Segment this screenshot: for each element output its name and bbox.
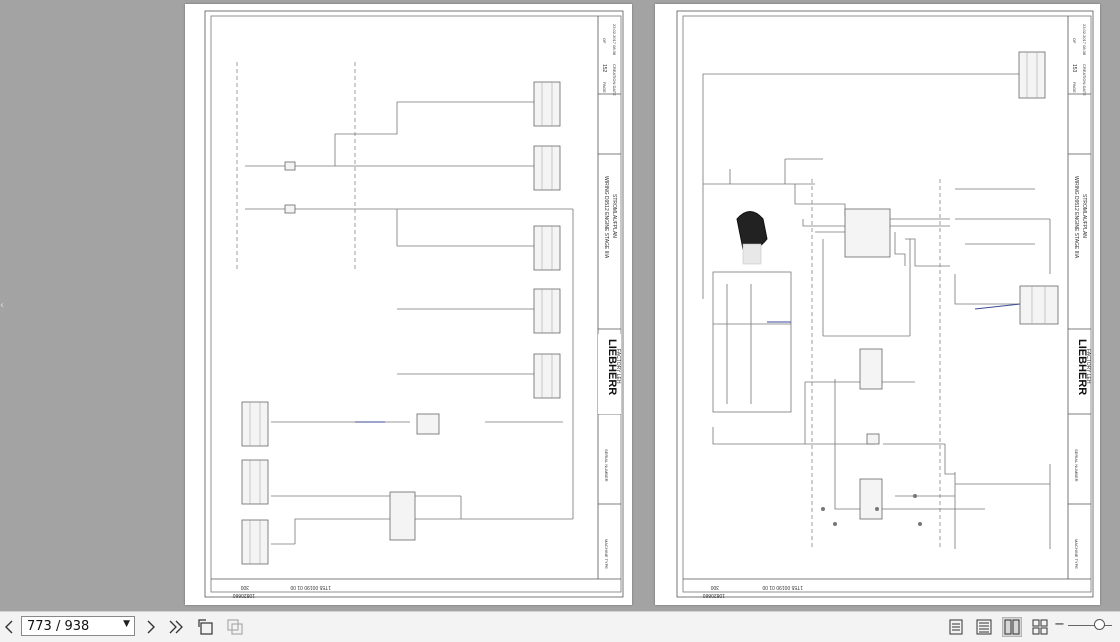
title-line1-left: WIRING D9512 ENGINE STAGE IIIA xyxy=(603,176,609,259)
doc-number-right: 10820660 xyxy=(703,592,725,598)
two-page-continuous-view-button[interactable] xyxy=(1030,617,1050,637)
schematic-drawing-right: LIEBHERR FACTORY LEH WIRING D9512 ENGINE… xyxy=(676,10,1094,598)
brand-logo-left: LIEBHERR xyxy=(606,339,618,395)
single-page-view-button[interactable] xyxy=(946,617,966,637)
machine-label-left: MACHINE TYPE xyxy=(604,539,609,569)
creation-label-left: CREATION DATE xyxy=(612,64,617,96)
schematic-drawing-left: LIEBHERR FACTORY LEH WIRING D9512 ENGINE… xyxy=(204,10,624,598)
page-label-left: PAGE xyxy=(602,82,607,93)
revision-left: 300 xyxy=(240,584,249,590)
dropdown-arrow-icon: ▼ xyxy=(123,619,130,629)
double-chevron-right-icon xyxy=(169,620,183,634)
date-left: 23.02.2017 08:38 xyxy=(612,24,617,56)
serial-label-right: SERIAL NUMBER xyxy=(1074,449,1079,482)
brand-logo-right: LIEBHERR xyxy=(1076,339,1088,395)
chevron-right-icon xyxy=(147,620,155,634)
next-page-button[interactable] xyxy=(142,617,160,637)
scroll-left-indicator: ‹ xyxy=(0,300,4,311)
document-page-right: LIEBHERR FACTORY LEH WIRING D9512 ENGINE… xyxy=(655,4,1100,605)
drawing-number-left: 1T55 00190 01 00 xyxy=(290,584,331,590)
page-number-select[interactable]: 773 / 938 ▼ xyxy=(21,616,135,636)
rotate-page-icon xyxy=(198,619,213,635)
zoom-out-button[interactable]: − xyxy=(1054,617,1065,632)
copy-page-icon xyxy=(227,619,243,635)
single-page-icon xyxy=(949,619,963,635)
factory-label-left: FACTORY LEH xyxy=(615,349,621,384)
continuous-page-icon xyxy=(976,619,992,635)
two-page-continuous-icon xyxy=(1032,619,1048,635)
title-line2-right: STROMLAUFPLAN xyxy=(1081,194,1087,238)
page-number-right: 153 xyxy=(1071,64,1077,73)
serial-label-left: SERIAL NUMBER xyxy=(604,449,609,482)
two-page-view-button[interactable] xyxy=(1002,617,1022,637)
zoom-slider-handle[interactable] xyxy=(1094,619,1105,630)
chevron-left-icon xyxy=(5,620,13,634)
last-page-button[interactable] xyxy=(167,617,185,637)
document-page-left: LIEBHERR FACTORY LEH WIRING D9512 ENGINE… xyxy=(185,4,632,605)
page-label-right: PAGE xyxy=(1072,82,1077,93)
title-line1-right: WIRING D9512 ENGINE STAGE IIIA xyxy=(1073,176,1079,259)
machine-label-right: MACHINE TYPE xyxy=(1074,539,1079,569)
factory-label-right: FACTORY LEH xyxy=(1085,349,1091,384)
rotate-page-button[interactable] xyxy=(197,617,215,637)
copy-page-button[interactable] xyxy=(226,617,244,637)
document-viewport[interactable]: ‹ xyxy=(0,0,1120,611)
page-number-left: 152 xyxy=(601,64,607,73)
of-label-right: OF xyxy=(1072,38,1077,44)
page-indicator: 773 / 938 xyxy=(27,618,90,634)
title-line2-left: STROMLAUFPLAN xyxy=(611,194,617,238)
two-page-icon xyxy=(1004,619,1020,635)
doc-number-left: 10820660 xyxy=(233,592,255,598)
of-label-left: OF xyxy=(602,38,607,44)
revision-right: 300 xyxy=(710,584,719,590)
zoom-slider-track[interactable] xyxy=(1068,625,1112,626)
previous-page-button[interactable] xyxy=(0,617,18,637)
date-right: 23.02.2017 08:38 xyxy=(1082,24,1087,56)
creation-label-right: CREATION DATE xyxy=(1082,64,1087,96)
continuous-view-button[interactable] xyxy=(974,617,994,637)
drawing-number-right: 1T55 00190 01 00 xyxy=(762,584,803,590)
connector-image xyxy=(742,243,762,265)
viewer-toolbar: 773 / 938 ▼ xyxy=(0,611,1120,642)
